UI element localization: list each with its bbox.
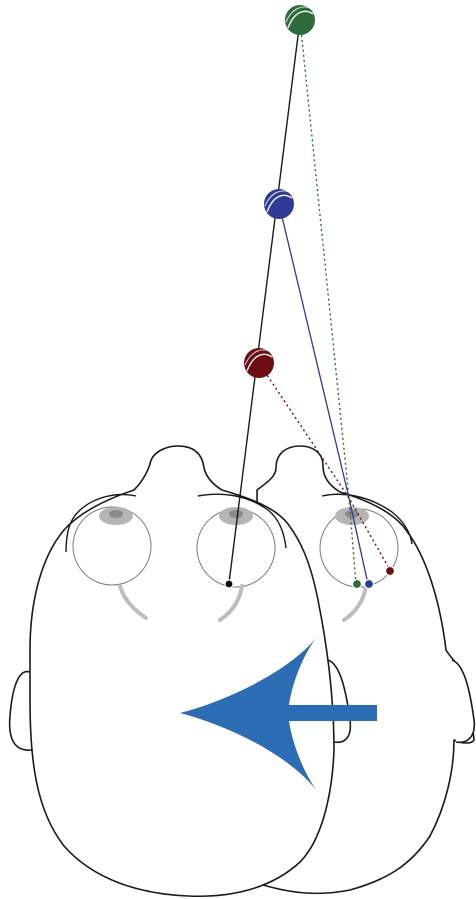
arrow-shaft (288, 705, 377, 721)
retina-points (224, 565, 396, 590)
red-ball-seam (246, 353, 273, 372)
original-head-outline (29, 445, 335, 898)
red-retinal-image (384, 565, 396, 577)
original-head-left-ear (8, 670, 33, 751)
red-ball (244, 348, 274, 378)
green-ball-body (285, 5, 315, 35)
original-head-left-lens-core (109, 510, 123, 518)
sight-lines (228, 19, 391, 585)
original-head-right-optic-nerve (218, 584, 244, 622)
original-head-right-lens-core (229, 510, 243, 518)
blue-ball-seam (266, 194, 293, 213)
original-head-left-optic-nerve (118, 584, 148, 620)
blue-ball (264, 189, 294, 219)
shifted-head-brow (321, 493, 413, 545)
original-head-left-brow (65, 493, 137, 553)
original-head-left-eyeball (72, 506, 152, 586)
green-ball (285, 5, 315, 35)
blue-retinal-image (363, 578, 375, 590)
green-shifted-sight-line (299, 19, 357, 585)
red-ball-body (244, 348, 274, 378)
red-ball-seam-2 (244, 349, 270, 366)
shifted-head-right-ear (451, 659, 476, 744)
blue-ball-seam-2 (264, 190, 290, 207)
green-ball-seam-2 (285, 6, 311, 23)
original-head-right-brow (197, 493, 287, 549)
original-head (8, 445, 352, 898)
green-retinal-image (351, 578, 363, 590)
original-sight-line (228, 19, 301, 584)
blue-ball-body (264, 189, 294, 219)
shifted-head-optic-nerve (342, 584, 368, 622)
original-fixation-point (224, 579, 234, 589)
green-ball-seam (287, 10, 314, 29)
left-arrow (180, 638, 377, 790)
target-balls (244, 5, 315, 378)
arrow-head (180, 638, 316, 790)
